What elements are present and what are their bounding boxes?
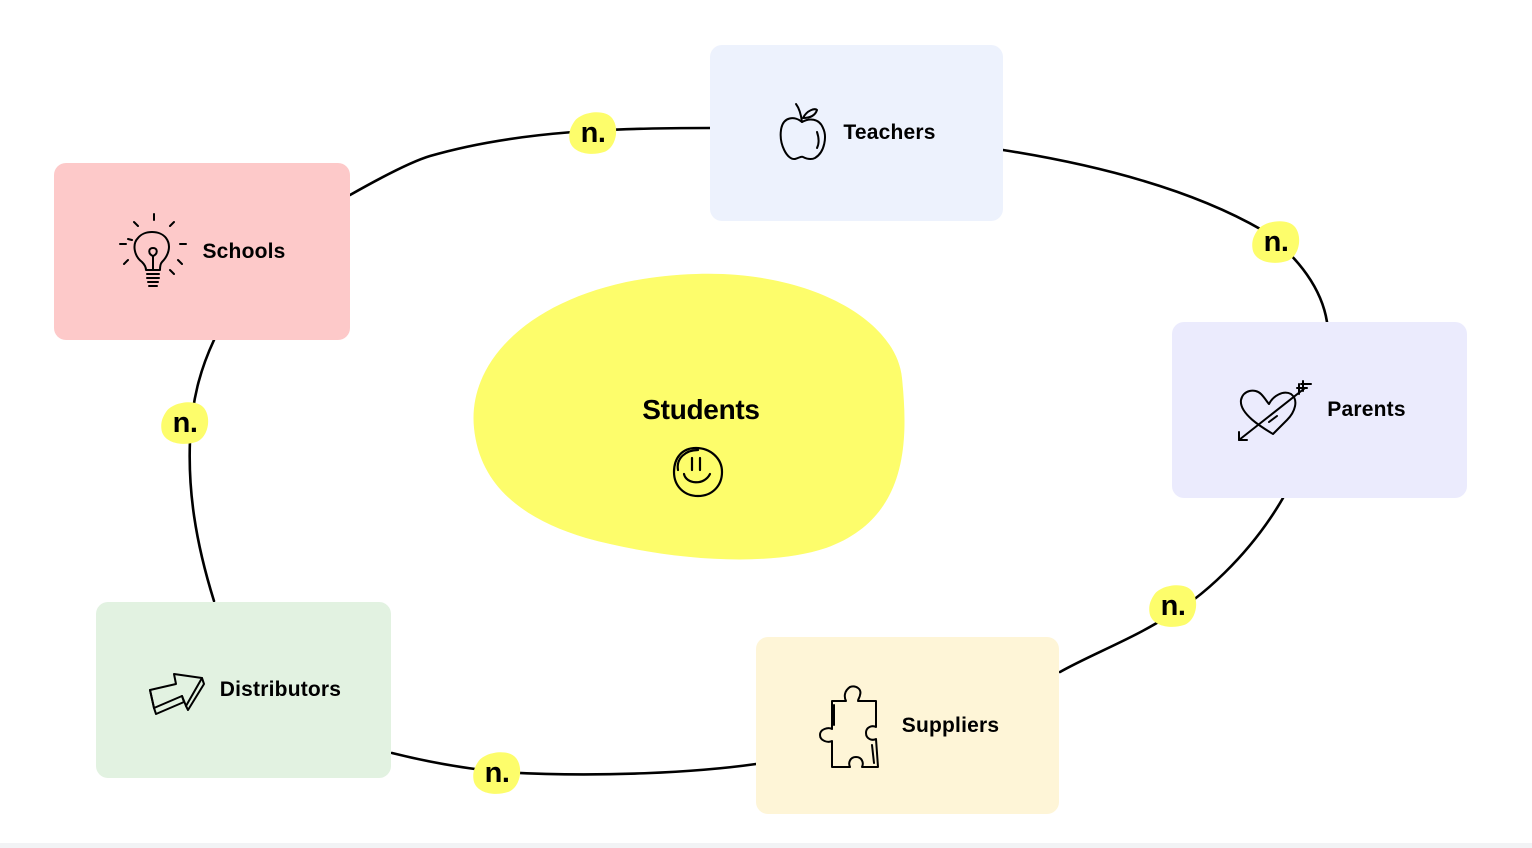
lightbulb-icon <box>118 212 188 292</box>
heart-arrow-icon <box>1233 378 1313 442</box>
node-parents-label: Parents <box>1327 398 1406 421</box>
center-label: Students <box>642 394 760 425</box>
node-parents[interactable]: Parents <box>1172 322 1467 498</box>
puzzle-piece-icon <box>816 681 888 771</box>
connector-badge: n. <box>568 110 618 156</box>
apple-icon <box>777 102 829 164</box>
node-suppliers-label: Suppliers <box>901 713 1000 737</box>
connector-badge-label: n. <box>1160 589 1186 622</box>
connector-badge: n. <box>1148 583 1198 629</box>
arrow-right-icon <box>146 662 206 718</box>
center-blob <box>473 273 905 560</box>
node-teachers[interactable]: Teachers <box>710 45 1003 221</box>
bottom-divider <box>0 843 1532 848</box>
connector-schools-teachers <box>348 126 713 197</box>
connector-badge: n. <box>472 750 522 796</box>
center-node-students[interactable]: Students <box>466 268 912 564</box>
smiley-face-icon <box>670 444 726 505</box>
connector-badge-label: n. <box>1263 225 1289 258</box>
connector-badge-label: n. <box>484 756 510 789</box>
connector-suppliers-distributors <box>390 751 758 776</box>
connector-badge: n. <box>1251 219 1301 265</box>
node-schools-label: Schools <box>202 239 286 263</box>
connector-distributors-schools <box>188 338 216 603</box>
connector-badge-label: n. <box>580 116 606 149</box>
node-distributors-label: Distributors <box>219 678 342 701</box>
node-suppliers[interactable]: Suppliers <box>756 637 1059 814</box>
connector-badge: n. <box>160 400 210 446</box>
node-schools[interactable]: Schools <box>54 163 350 340</box>
connector-badge-label: n. <box>172 406 198 439</box>
node-distributors[interactable]: Distributors <box>96 602 391 778</box>
node-teachers-label: Teachers <box>843 121 936 144</box>
connector-teachers-parents <box>1001 148 1329 324</box>
